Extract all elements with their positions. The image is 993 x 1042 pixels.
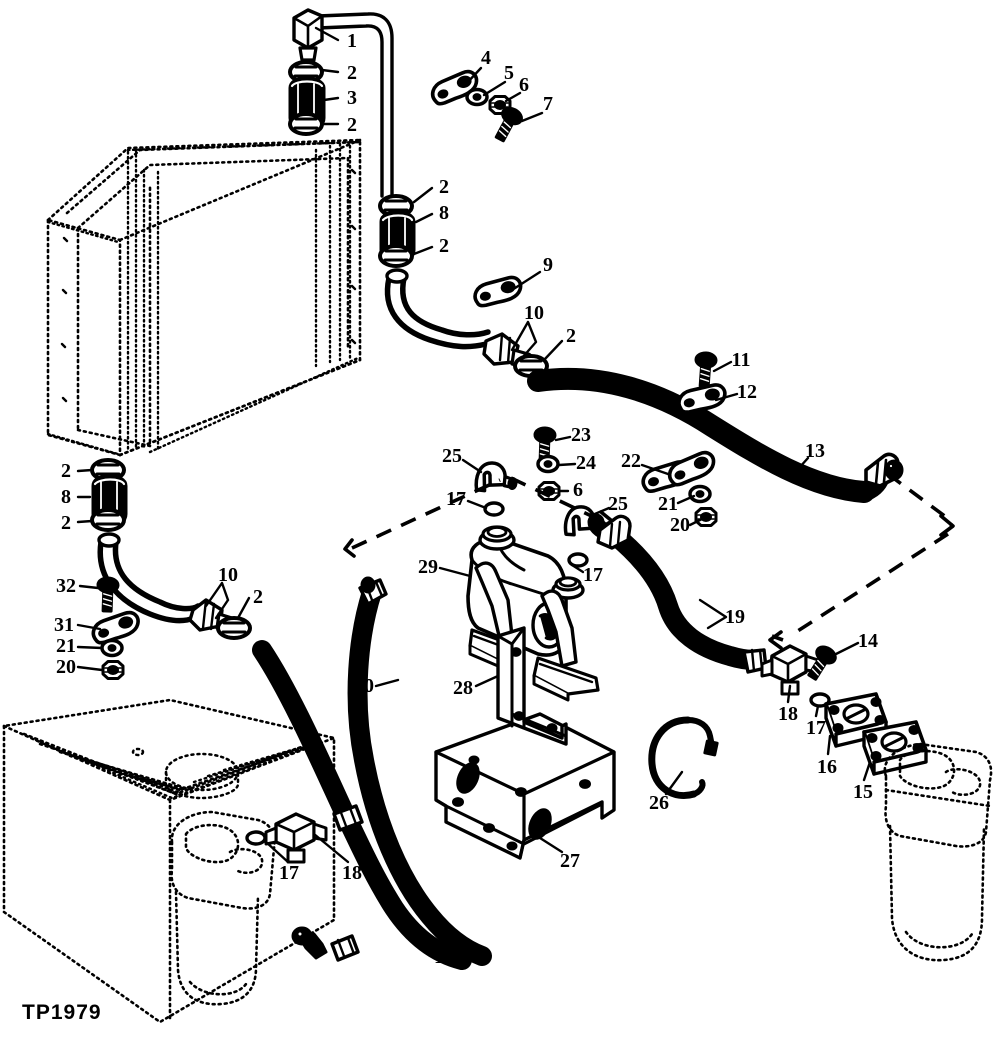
callout-2-hose-clamp: 2 — [61, 512, 71, 534]
callout-2-hose-clamp: 2 — [347, 62, 357, 84]
callout-16-hose-flange-half: 16 — [817, 756, 837, 778]
hydraulic-filter-phantom — [883, 742, 993, 962]
callout-14-cap-screw: 14 — [858, 630, 878, 652]
callout-1-oil-cooler-tube: 1 — [347, 30, 357, 52]
tank-top-hatch — [34, 738, 318, 800]
support-bracket-27 — [434, 712, 616, 860]
callout-2-hose-clamp: 2 — [439, 176, 449, 198]
callout-12-line-clamp: 12 — [737, 381, 757, 403]
figure-id-label: TP1979 — [22, 1001, 102, 1024]
callout-9-line-clamp: 9 — [543, 254, 553, 276]
hose-13-lower — [252, 640, 472, 970]
cooler-tube-assembly — [292, 8, 394, 198]
callout-17-o-ring: 17 — [446, 488, 466, 510]
callout-19-oil-cooler-hose: 19 — [725, 606, 745, 628]
callout-17-o-ring: 17 — [806, 717, 826, 739]
hose-19 — [587, 513, 768, 674]
mid-clamp-stack — [378, 194, 416, 268]
callout-32-cap-screw: 32 — [56, 575, 76, 597]
callout-30-return-hose: 30 — [354, 675, 374, 697]
callout-25-elbow-fitting: 25 — [608, 493, 628, 515]
callout-2-hose-clamp: 2 — [61, 460, 71, 482]
callout-21-lock-washer: 21 — [658, 493, 678, 515]
callout-25-elbow-fitting: 25 — [442, 445, 462, 467]
left-clamp-stack — [90, 458, 128, 532]
callout-13-oil-cooler-hose: 13 — [805, 440, 825, 462]
callout-18-tee-fitting: 18 — [778, 703, 798, 725]
callout-4-line-clamp: 4 — [481, 47, 491, 69]
callout-15-hose-flange-half: 15 — [853, 781, 873, 803]
callout-8-rubber-hose-sleeve: 8 — [61, 486, 71, 508]
callout-22-line-clamp-pair: 22 — [621, 450, 641, 472]
callout-7-cap-screw: 7 — [543, 93, 553, 115]
callout-31-line-clamp: 31 — [54, 614, 74, 636]
callout-2-hose-clamp: 2 — [253, 586, 263, 608]
callout-28-cooler-mount-bracket: 28 — [453, 677, 473, 699]
callout-2-hose-clamp: 2 — [347, 114, 357, 136]
tank-filler-phantom — [131, 747, 240, 800]
callout-10-hose-coupling: 10 — [524, 302, 544, 324]
retaining-clamp-26 — [648, 716, 719, 799]
radiator-core-hatch — [46, 140, 362, 456]
callout-29-oil-cooler: 29 — [418, 556, 438, 578]
callout-11-cap-screw: 11 — [731, 349, 751, 371]
callout-5-flat-washer: 5 — [504, 62, 514, 84]
hardware-11-12 — [675, 350, 729, 415]
hose-13-upper — [527, 367, 904, 503]
callout-2-hose-clamp: 2 — [439, 235, 449, 257]
oil-cooler-29 — [466, 525, 600, 702]
callout-20-hex-nut: 20 — [56, 656, 76, 678]
mount-bracket-28 — [496, 626, 568, 746]
callout-6-lock-nut: 6 — [519, 74, 529, 96]
o-ring-17-d — [245, 830, 267, 846]
callout-leader-lines — [76, 26, 872, 952]
radiator-mount-holes — [60, 168, 357, 403]
callout-13-oil-cooler-hose: 13 — [434, 946, 454, 968]
callout-8-rubber-hose-sleeve: 8 — [439, 202, 449, 224]
callout-17-o-ring: 17 — [583, 564, 603, 586]
tank-pump-phantom — [170, 810, 276, 1006]
clamp-2-lower-left — [216, 616, 252, 640]
tee-fitting-18-right — [760, 644, 820, 696]
return-hose-30 — [347, 576, 492, 966]
callout-3-rubber-isolator: 3 — [347, 87, 357, 109]
flange-15 — [862, 720, 928, 776]
callout-24-flat-washer: 24 — [576, 452, 596, 474]
upper-cooler-hose — [384, 268, 491, 350]
tee-fitting-18-left — [264, 812, 328, 864]
lower-left-hose — [97, 532, 201, 624]
callout-20-hex-nut: 20 — [670, 514, 690, 536]
hose-30-tank-fitting — [332, 804, 364, 832]
callout-2-hose-clamp: 2 — [566, 325, 576, 347]
callout-17-o-ring: 17 — [279, 862, 299, 884]
callout-21-lock-washer: 21 — [56, 635, 76, 657]
line-clamp-9 — [471, 274, 525, 309]
radiator-phantom — [46, 138, 362, 457]
callout-26-retaining-clamp: 26 — [649, 792, 669, 814]
callout-23-cap-screw: 23 — [571, 424, 591, 446]
o-ring-17-a — [483, 501, 505, 517]
upper-clamp-stack — [288, 60, 326, 136]
callout-6-lock-nut: 6 — [573, 479, 583, 501]
callout-10-hose-coupling: 10 — [218, 564, 238, 586]
callout-18-tee-fitting: 18 — [342, 862, 362, 884]
callout-27-cooler-support-bracket: 27 — [560, 850, 580, 872]
